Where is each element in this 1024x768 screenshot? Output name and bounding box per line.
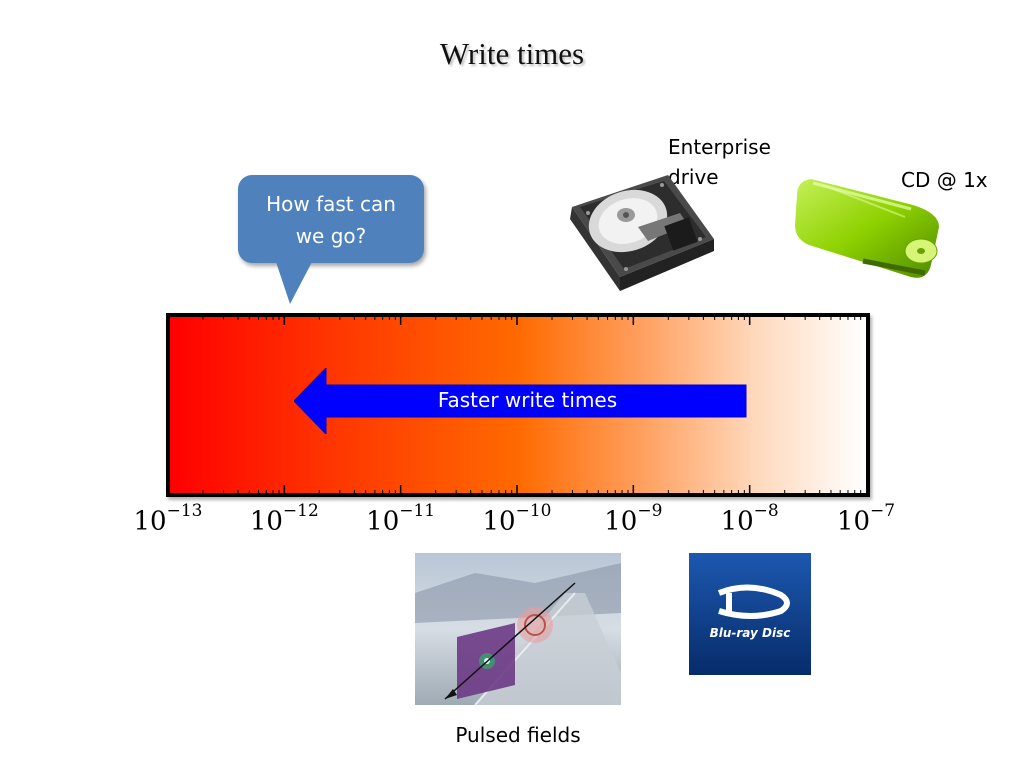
page-title: Write times — [439, 36, 585, 71]
axis-tick-label: 10−11 — [351, 501, 451, 537]
callout-pointer — [276, 262, 312, 304]
speech-callout: How fast can we go? — [238, 175, 424, 263]
bluray-logo: Blu-ray Disc — [689, 553, 811, 675]
bluray-text: Blu-ray Disc — [710, 626, 791, 640]
axis-tick-label: 10−10 — [467, 501, 567, 537]
tick-label-base: 10 — [836, 506, 871, 537]
tick-label-exponent: −13 — [166, 501, 203, 521]
cd-drive-icon — [795, 179, 939, 278]
tick-label-base: 10 — [482, 506, 516, 537]
axis-tick-label: 10−12 — [234, 501, 334, 537]
faster-arrow-icon — [294, 368, 747, 434]
tick-label-exponent: −7 — [870, 501, 896, 521]
log-axis-ticks — [167, 315, 862, 495]
axis-tick-label: 10−9 — [583, 501, 683, 537]
tick-label-base: 10 — [366, 506, 400, 537]
tick-label-base: 10 — [249, 506, 283, 537]
tick-label-exponent: −8 — [753, 501, 779, 521]
hard-drive-icon — [570, 175, 714, 291]
axis-tick-label: 10−13 — [118, 501, 218, 537]
axis-tick-label: 10−7 — [816, 501, 916, 537]
faster-arrow-label: Faster write times — [437, 388, 618, 412]
enterprise-drive-label-line2: drive — [668, 165, 719, 189]
enterprise-drive-label-line1: Enterprise — [668, 135, 771, 159]
tick-label-exponent: −11 — [399, 501, 436, 521]
callout-line2: we go? — [295, 224, 367, 248]
axis-tick-label: 10−8 — [700, 501, 800, 537]
tick-label-base: 10 — [720, 506, 754, 537]
cd-speed-label: CD @ 1x — [901, 168, 988, 192]
pulsed-fields-label: Pulsed fields — [455, 723, 581, 747]
tick-label-base: 10 — [133, 506, 167, 537]
tick-label-exponent: −9 — [637, 501, 663, 521]
enterprise-drive-label: Enterprise drive — [668, 132, 771, 192]
pulsed-field-image — [415, 553, 621, 705]
tick-label-exponent: −10 — [515, 501, 552, 521]
callout-line1: How fast can — [266, 192, 396, 216]
tick-label-exponent: −12 — [282, 501, 319, 521]
tick-label-base: 10 — [604, 506, 638, 537]
